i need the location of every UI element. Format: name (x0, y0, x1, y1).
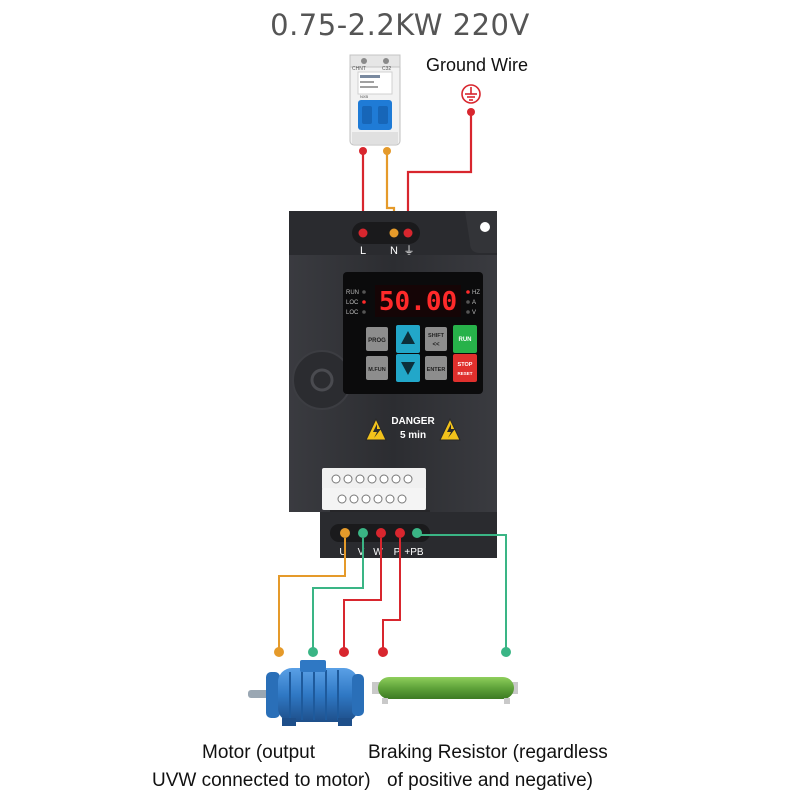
down-key[interactable] (396, 354, 420, 382)
breaker-model: NXB (360, 94, 369, 99)
enter-key[interactable]: ENTER (425, 356, 447, 380)
indicator-v: V (472, 310, 476, 316)
indicator-run: RUN (346, 290, 359, 296)
down-arrow-icon (401, 362, 415, 375)
shift-key[interactable]: SHIFT << (425, 327, 447, 351)
reset-key-label: RESET (457, 371, 472, 376)
mfun-key[interactable]: M.FUN (366, 356, 388, 380)
diagram-title: 0.75-2.2KW 220V (270, 8, 530, 42)
terminal-U: U (339, 547, 346, 558)
stop-reset-key[interactable]: STOP RESET (453, 354, 477, 382)
danger-warning: DANGER 5 min (365, 416, 461, 441)
indicator-hz: HZ (472, 290, 480, 296)
danger-time: 5 min (400, 430, 426, 441)
terminal-P: P (394, 547, 401, 558)
terminal-N: N (390, 245, 398, 257)
mfun-key-label: M.FUN (368, 367, 385, 373)
motor-caption-line2: UVW connected to motor) (152, 770, 371, 791)
output-terminals: U V W P +PB (330, 524, 430, 558)
shift-key-sub: << (432, 342, 440, 348)
ground-wire-label: Ground Wire (426, 55, 529, 75)
terminal-PB: +PB (404, 547, 424, 558)
shift-key-label: SHIFT (428, 333, 445, 339)
indicator-loc-1: LOC (346, 300, 359, 306)
circuit-breaker: CHNT C32 NXB (349, 54, 401, 146)
keypad: PROG SHIFT << RUN M.FUN ENTER S (366, 325, 477, 382)
motor (248, 660, 364, 726)
display-indicators: RUN LOC LOC HZ A V 50.00 (346, 285, 480, 317)
danger-label: DANGER (391, 416, 435, 427)
terminal-L: L (360, 245, 366, 257)
resistor-caption-line2: of positive and negative) (387, 770, 593, 791)
input-terminals: L N ⏚ (358, 228, 415, 257)
motor-caption-line1: Motor (output (202, 742, 315, 763)
indicator-loc-2: LOC (346, 310, 359, 316)
up-arrow-icon (401, 331, 415, 344)
stop-key-label: STOP (458, 362, 473, 368)
terminal-V: V (358, 547, 365, 558)
breaker-brand: CHNT (352, 66, 366, 72)
run-key-label: RUN (459, 337, 472, 343)
ground-symbol-icon (461, 84, 481, 104)
frequency-display: 50.00 (379, 287, 457, 317)
enter-key-label: ENTER (427, 367, 446, 373)
control-terminals (331, 474, 413, 504)
up-key[interactable] (396, 325, 420, 353)
indicator-a: A (472, 300, 476, 306)
prog-key[interactable]: PROG (366, 327, 388, 351)
resistor-caption-line1: Braking Resistor (regardless (368, 742, 608, 763)
inverter (289, 211, 497, 558)
prog-key-label: PROG (368, 338, 386, 344)
braking-resistor (372, 677, 518, 704)
terminal-ground: ⏚ (404, 244, 415, 257)
terminal-W: W (373, 547, 383, 558)
output-wires (274, 534, 511, 657)
run-key[interactable]: RUN (453, 325, 477, 353)
breaker-rating: C32 (382, 66, 391, 72)
